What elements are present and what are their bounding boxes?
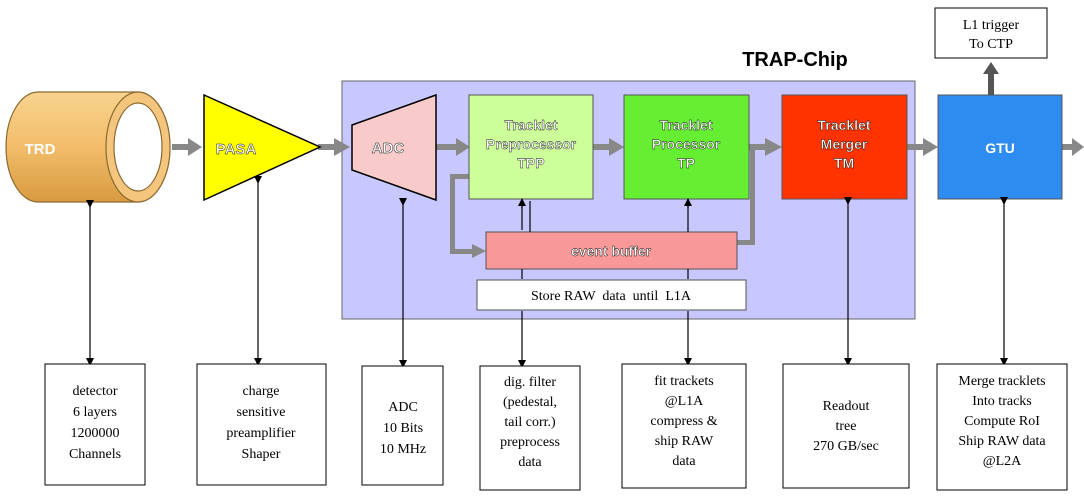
adc-block: ADC (351, 93, 437, 202)
desc-adc: ADC 10 Bits 10 MHz (361, 365, 444, 486)
desc-tp-line-5: data (672, 454, 696, 469)
gtu-block: GTU (937, 94, 1063, 200)
tp-label-1: Tracklet (660, 117, 713, 133)
desc-adc-line-3: 10 MHz (380, 442, 426, 457)
tpp-block: Tracklet Preprocessor TPP (468, 94, 594, 200)
desc-gtu-line-3: Compute RoI (964, 414, 1040, 429)
trd-detector: TRD (5, 91, 171, 203)
store-raw-label: Store RAW data until L1A (531, 289, 692, 304)
desc-pasa-line-4: Shaper (242, 447, 281, 462)
desc-tpp-line-4: preprocess (500, 435, 560, 450)
adc-label: ADC (372, 140, 405, 157)
event-buffer-label: event buffer (571, 243, 652, 259)
desc-gtu-line-2: Into tracks (972, 394, 1031, 409)
l1-trigger: L1 trigger To CTP (934, 7, 1048, 95)
desc-tp: fit trackets @L1A compress & ship RAW da… (621, 363, 747, 489)
gtu-label: GTU (985, 140, 1015, 156)
tp-label-2: Processor (652, 136, 721, 152)
trap-chip-title: TRAP-Chip (742, 49, 848, 71)
store-raw-box: Store RAW data until L1A (476, 279, 747, 311)
desc-tm-line-3: 270 GB/sec (813, 439, 879, 454)
desc-pasa: charge sensitive preamplifier Shaper (196, 363, 327, 486)
trd-label: TRD (25, 141, 56, 158)
tpp-label-1: Tracklet (505, 117, 558, 133)
desc-adc-line-1: ADC (388, 400, 418, 415)
desc-tpp-line-1: dig. filter (504, 375, 556, 390)
tp-block: Tracklet Processor TP (623, 94, 750, 200)
desc-tm: Readout tree 270 GB/sec (782, 363, 910, 489)
desc-tp-line-4: ship RAW (655, 434, 714, 449)
desc-gtu: Merge tracklets Into tracks Compute RoI … (936, 363, 1068, 491)
l1-trigger-line-2: To CTP (969, 37, 1013, 52)
flow-arrows (172, 138, 1084, 258)
desc-tm-line-1: Readout (823, 399, 870, 414)
tp-label-3: TP (677, 155, 695, 171)
desc-tp-line-1: fit trackets (654, 374, 713, 389)
desc-gtu-line-4: Ship RAW data (958, 434, 1046, 449)
tm-label-1: Tracklet (818, 117, 871, 133)
desc-trd-line-2: 6 layers (73, 405, 117, 420)
desc-trd-line-1: detector (72, 384, 117, 399)
desc-gtu-line-5: @L2A (983, 454, 1022, 469)
desc-tpp: dig. filter (pedestal, tail corr.) prepr… (479, 365, 581, 491)
desc-trd-line-4: Channels (69, 447, 121, 462)
tpp-label-3: TPP (517, 155, 544, 171)
desc-trd: detector 6 layers 1200000 Channels (44, 363, 146, 486)
desc-adc-line-2: 10 Bits (383, 421, 423, 436)
desc-tp-line-3: compress & (650, 414, 717, 429)
desc-pasa-line-3: preamplifier (226, 426, 296, 441)
desc-trd-line-3: 1200000 (71, 426, 120, 441)
event-buffer: event buffer (485, 231, 738, 270)
pasa-label: PASA (216, 141, 257, 158)
pasa-amplifier: PASA (203, 93, 322, 202)
double-arrows (86, 176, 1008, 368)
desc-tpp-line-5: data (518, 455, 542, 470)
desc-tp-line-2: @L1A (665, 394, 704, 409)
desc-tpp-line-2: (pedestal, (503, 395, 557, 410)
desc-tpp-line-3: tail corr.) (504, 415, 556, 430)
l1-trigger-line-1: L1 trigger (963, 18, 1020, 33)
tm-label-2: Merger (821, 136, 868, 152)
desc-pasa-line-1: charge (242, 384, 279, 399)
desc-tm-line-2: tree (836, 419, 857, 434)
desc-gtu-line-1: Merge tracklets (958, 374, 1045, 389)
desc-pasa-line-2: sensitive (237, 405, 286, 420)
tpp-label-2: Preprocessor (486, 136, 577, 152)
tm-block: Tracklet Merger TM (781, 94, 908, 200)
tm-label-3: TM (834, 155, 854, 171)
